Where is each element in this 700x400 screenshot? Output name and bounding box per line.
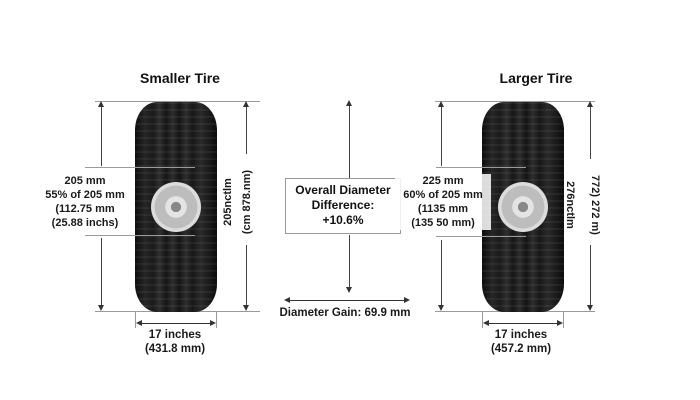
arrow-right-icon	[404, 297, 410, 303]
larger-sidewall-label: 276nctlm	[564, 181, 576, 229]
larger-section-width-label: 225 mm 60% of 205 mm (1135 mm (135 50 mm…	[395, 174, 491, 230]
larger-tire-top-guide	[435, 101, 595, 102]
center-dimension-line-top	[349, 103, 350, 178]
smaller-diameter-label: (cm 878.nm)	[241, 169, 253, 235]
arrow-up-icon	[243, 101, 249, 107]
arrow-left-icon	[136, 320, 142, 326]
arrow-left-icon	[284, 297, 290, 303]
arrow-right-icon	[210, 320, 216, 326]
larger-section-guide-top	[436, 167, 526, 168]
larger-rim-size-label: 17 inches (457.2 mm)	[490, 329, 552, 355]
smaller-section-guide-bottom	[85, 235, 195, 236]
diameter-difference-box: Overall Diameter Difference: +10.6%	[285, 178, 401, 234]
smaller-rim-dimension-line	[138, 323, 214, 324]
arrow-up-icon	[346, 100, 352, 106]
smaller-section-width-label: 205 mm 55% of 205 mm (112.75 mm (25.88 i…	[45, 175, 125, 229]
arrow-up-icon	[438, 101, 444, 107]
arrow-up-icon	[98, 101, 104, 107]
smaller-tire-image	[135, 102, 217, 312]
arrow-right-icon	[557, 320, 563, 326]
diameter-gain-label: Diameter Gain: 69.9 mm	[279, 307, 411, 319]
smaller-right-dimension-line-top	[246, 104, 247, 154]
smaller-tire-top-guide	[95, 101, 260, 102]
arrow-down-icon	[98, 305, 104, 311]
larger-left-dimension-line-top	[441, 104, 442, 166]
arrow-left-icon	[483, 320, 489, 326]
smaller-left-dimension-line-bottom	[101, 238, 102, 308]
smaller-tire-rim-icon	[151, 182, 201, 232]
larger-tire-image	[482, 102, 564, 312]
smaller-rim-guide-left	[135, 312, 136, 328]
smaller-rim-guide-right	[216, 312, 217, 328]
larger-rim-guide-left	[482, 312, 483, 328]
larger-section-guide-bottom	[436, 236, 526, 237]
diameter-gain-line	[288, 300, 406, 301]
arrow-down-icon	[243, 305, 249, 311]
larger-tire-rim-icon	[498, 182, 548, 232]
smaller-section-guide-top	[85, 167, 195, 168]
larger-rim-guide-right	[563, 312, 564, 328]
smaller-sidewall-label: 205nctlm	[222, 178, 234, 226]
smaller-tire-title: Smaller Tire	[140, 70, 220, 86]
larger-tire-title: Larger Tire	[499, 70, 573, 86]
arrow-down-icon	[438, 305, 444, 311]
smaller-right-dimension-line-bottom	[246, 245, 247, 308]
arrow-down-icon	[587, 305, 593, 311]
arrow-down-icon	[346, 287, 352, 293]
smaller-left-dimension-line-top	[101, 104, 102, 166]
center-dimension-line-bottom	[349, 235, 350, 290]
smaller-rim-size-label: 17 inches (431.8 mm)	[144, 329, 206, 355]
arrow-up-icon	[587, 101, 593, 107]
larger-right-dimension-line-bottom	[590, 245, 591, 308]
larger-rim-dimension-line	[485, 323, 561, 324]
larger-right-dimension-line-top	[590, 104, 591, 159]
larger-left-dimension-line-bottom	[441, 240, 442, 308]
larger-diameter-label: 772) 272 m)	[589, 175, 601, 235]
